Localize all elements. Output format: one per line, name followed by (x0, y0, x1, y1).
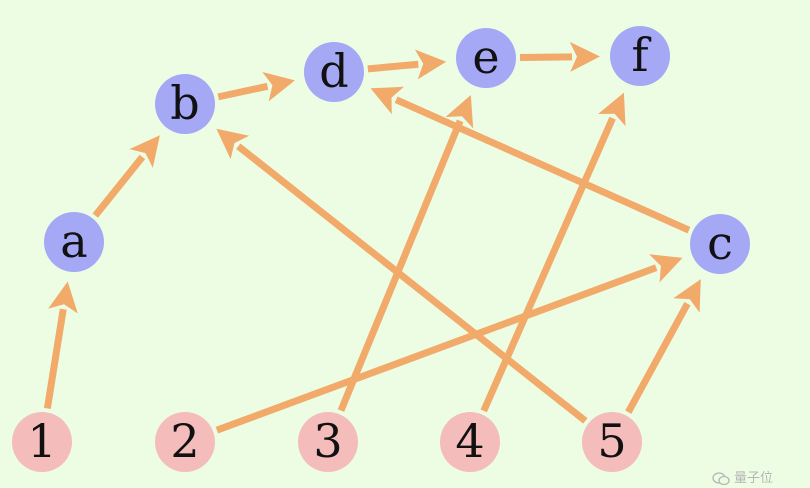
node-f: f (610, 26, 670, 86)
node-circle (456, 28, 516, 88)
edge-arrowhead (649, 254, 683, 283)
node-5: 5 (582, 412, 642, 472)
node-c: c (690, 214, 750, 274)
edge-arrowhead (414, 49, 447, 80)
node-d: d (304, 42, 364, 102)
node-label: a (60, 214, 87, 268)
edge-e-to-f (519, 41, 600, 72)
edge-b-to-d (217, 72, 295, 102)
node-label: 5 (597, 414, 626, 468)
edge-arrowhead (598, 92, 626, 127)
node-circle (12, 412, 72, 472)
node-e: e (456, 28, 516, 88)
node-label: 4 (455, 414, 484, 468)
edge-2-to-c (215, 254, 683, 434)
node-circle (44, 212, 104, 272)
node-circle (304, 42, 364, 102)
edge-shaft (217, 82, 269, 101)
node-label: 3 (313, 414, 342, 468)
wechat-icon (712, 471, 730, 485)
edge-a-to-b (92, 135, 160, 218)
edge-arrowhead (216, 128, 250, 160)
edge-shaft (367, 60, 419, 73)
node-circle (690, 214, 750, 274)
node-circle (582, 412, 642, 472)
edge-shaft (480, 116, 616, 413)
edge-4-to-f (480, 92, 626, 413)
edge-3-to-e (337, 95, 474, 412)
node-label: b (170, 76, 199, 130)
node-circle (440, 412, 500, 472)
node-label: 1 (27, 414, 56, 468)
nodes-layer: a b c d e f 1 2 3 4 5 (12, 26, 750, 472)
edge-shaft (43, 308, 67, 409)
node-b: b (155, 74, 215, 134)
node-a: a (44, 212, 104, 272)
edge-c-to-d (370, 86, 691, 234)
edge-shaft (337, 119, 464, 412)
edges-layer (43, 41, 701, 434)
edge-shaft (394, 96, 691, 234)
edge-5-to-c (625, 279, 701, 414)
watermark-text: 量子位 (734, 471, 774, 486)
edge-d-to-e (367, 49, 447, 80)
node-1: 1 (12, 412, 72, 472)
edge-arrowhead (48, 281, 78, 314)
edge-arrowhead (445, 95, 474, 129)
node-label: e (472, 30, 499, 84)
edge-shaft (625, 302, 691, 414)
node-circle (610, 26, 670, 86)
edge-shaft (215, 264, 658, 434)
node-4: 4 (440, 412, 500, 472)
edge-arrowhead (673, 279, 701, 313)
node-label: d (319, 44, 348, 98)
node-circle (155, 412, 215, 472)
node-circle (298, 412, 358, 472)
edge-shaft (519, 53, 573, 62)
node-label: c (707, 216, 733, 270)
node-2: 2 (155, 412, 215, 472)
edge-arrowhead (262, 72, 295, 102)
node-label: f (631, 28, 651, 82)
edge-arrowhead (129, 135, 160, 168)
node-circle (155, 74, 215, 134)
edge-shaft (92, 154, 146, 218)
watermark: 量子位 (712, 470, 810, 488)
node-label: 2 (170, 414, 199, 468)
node-3: 3 (298, 412, 358, 472)
edge-arrowhead (569, 41, 600, 72)
edge-shaft (236, 143, 588, 424)
edge-arrowhead (370, 86, 404, 115)
edge-1-to-a (43, 281, 78, 409)
edge-5-to-b (216, 128, 588, 424)
